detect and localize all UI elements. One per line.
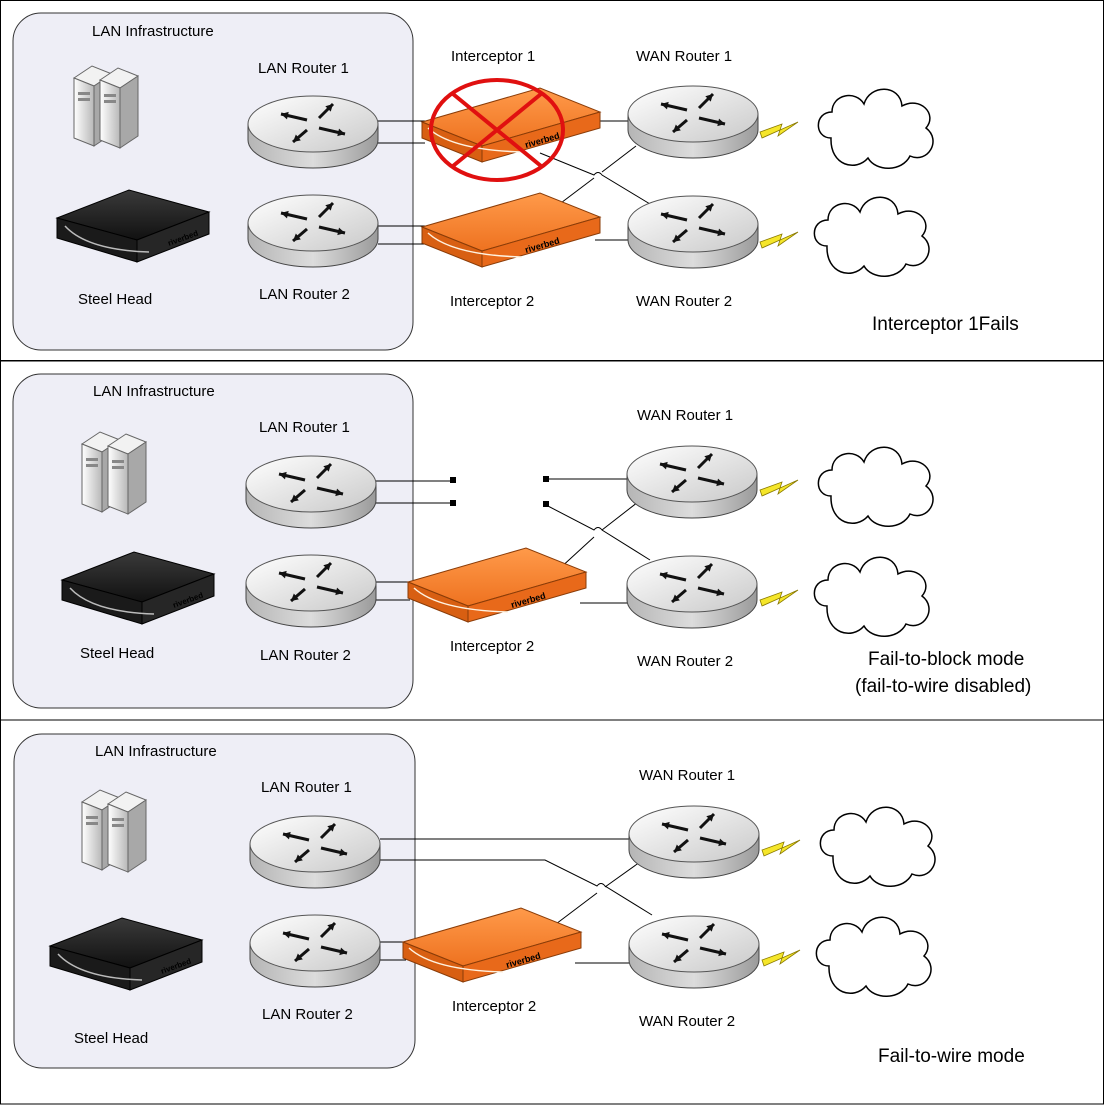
lan-infrastructure-label: LAN Infrastructure [93, 383, 215, 400]
router-arrows-icon [661, 922, 727, 964]
panel-3: LAN Infrastructure LAN Router 1 LAN Rout… [13, 733, 1025, 1069]
interceptor-2-icon: riverbed [401, 907, 583, 983]
lan-infrastructure-box [12, 12, 414, 351]
router-arrows-icon [280, 201, 346, 243]
router-arrows-icon [659, 452, 725, 494]
wan-link-lightning-icon [761, 949, 801, 967]
router-arrows-icon [661, 812, 727, 854]
lan-router-2-icon [249, 914, 381, 988]
wan-cloud-icon [813, 196, 930, 277]
lan-infrastructure-box [13, 733, 416, 1069]
wan-cloud-icon [817, 446, 934, 527]
interceptor-2-label: Interceptor 2 [450, 293, 534, 310]
wan-cloud-icon [817, 88, 934, 169]
steelhead-label: Steel Head [78, 291, 152, 308]
lan-router-2-label: LAN Router 2 [260, 647, 351, 664]
router-arrows-icon [660, 202, 726, 244]
wan-link-lightning-icon [759, 479, 799, 497]
server-icon [80, 431, 148, 515]
wan-router-1-icon [627, 85, 759, 159]
steelhead-appliance-icon: riverbed [60, 551, 216, 625]
router-arrows-icon [278, 462, 344, 504]
interceptor-1-icon: riverbed [420, 87, 602, 163]
router-arrows-icon [282, 921, 348, 963]
wan-router-2-icon [627, 195, 759, 269]
lan-router-1-icon [245, 455, 377, 529]
lan-router-1-icon [249, 815, 381, 889]
panel-1: LAN Infrastructure LAN Router 1 LAN Rout… [12, 12, 1019, 351]
wan-router-1-icon [628, 805, 760, 879]
wan-router-2-label: WAN Router 2 [636, 293, 732, 310]
server-icon [72, 65, 140, 149]
steelhead-label: Steel Head [74, 1030, 148, 1047]
steelhead-appliance-icon: riverbed [55, 189, 211, 263]
wan-router-1-label: WAN Router 1 [636, 48, 732, 65]
links [376, 478, 651, 604]
interceptor-2-icon: riverbed [420, 192, 602, 268]
scenario-note: Interceptor 1Fails [872, 314, 1019, 335]
wan-cloud-icon [815, 916, 932, 997]
router-arrows-icon [280, 102, 346, 144]
scenario-note: Fail-to-block mode [868, 649, 1024, 670]
scenario-note: Fail-to-wire mode [878, 1046, 1025, 1067]
scenario-note-detail: (fail-to-wire disabled) [855, 676, 1031, 697]
lan-router-2-icon [247, 194, 379, 268]
blocked-port-markers [450, 476, 549, 507]
lan-router-1-label: LAN Router 1 [258, 60, 349, 77]
lan-router-1-label: LAN Router 1 [261, 779, 352, 796]
lan-router-2-label: LAN Router 2 [262, 1006, 353, 1023]
router-arrows-icon [660, 92, 726, 134]
wan-router-2-label: WAN Router 2 [637, 653, 733, 670]
lan-router-1-label: LAN Router 1 [259, 419, 350, 436]
interceptor-2-icon: riverbed [406, 547, 588, 623]
lan-router-2-label: LAN Router 2 [259, 286, 350, 303]
wan-router-1-label: WAN Router 1 [639, 767, 735, 784]
router-arrows-icon [659, 562, 725, 604]
interceptor-1-label: Interceptor 1 [451, 48, 535, 65]
lan-router-1-icon [247, 95, 379, 169]
lan-infrastructure-box [12, 373, 414, 709]
wan-link-lightning-icon [761, 839, 801, 857]
links [378, 120, 651, 245]
devices: riverbed riverbed riverbed riverbed riverbed… [48, 65, 936, 997]
server-icon [80, 789, 148, 873]
interceptor-2-label: Interceptor 2 [450, 638, 534, 655]
fail-x-icon [429, 78, 565, 182]
wan-router-2-label: WAN Router 2 [639, 1013, 735, 1030]
wan-router-2-icon [628, 915, 760, 989]
wan-router-2-icon [626, 555, 758, 629]
steelhead-label: Steel Head [80, 645, 154, 662]
wan-cloud-icon [813, 556, 930, 637]
lan-router-2-icon [245, 554, 377, 628]
interceptor-2-label: Interceptor 2 [452, 998, 536, 1015]
wan-link-lightning-icon [759, 121, 799, 139]
lan-infrastructure-label: LAN Infrastructure [92, 23, 214, 40]
wan-router-1-icon [626, 445, 758, 519]
wan-link-lightning-icon [759, 231, 799, 249]
router-arrows-icon [282, 822, 348, 864]
panel-3-border [0, 719, 1104, 1105]
wan-link-lightning-icon [759, 589, 799, 607]
steelhead-appliance-icon: riverbed [48, 917, 204, 991]
router-arrows-icon [278, 561, 344, 603]
lan-infrastructure-label: LAN Infrastructure [95, 743, 217, 760]
panel-2: LAN Infrastructure LAN Router 1 LAN Rout… [12, 373, 1031, 709]
wan-cloud-icon [819, 806, 936, 887]
wan-router-1-label: WAN Router 1 [637, 407, 733, 424]
